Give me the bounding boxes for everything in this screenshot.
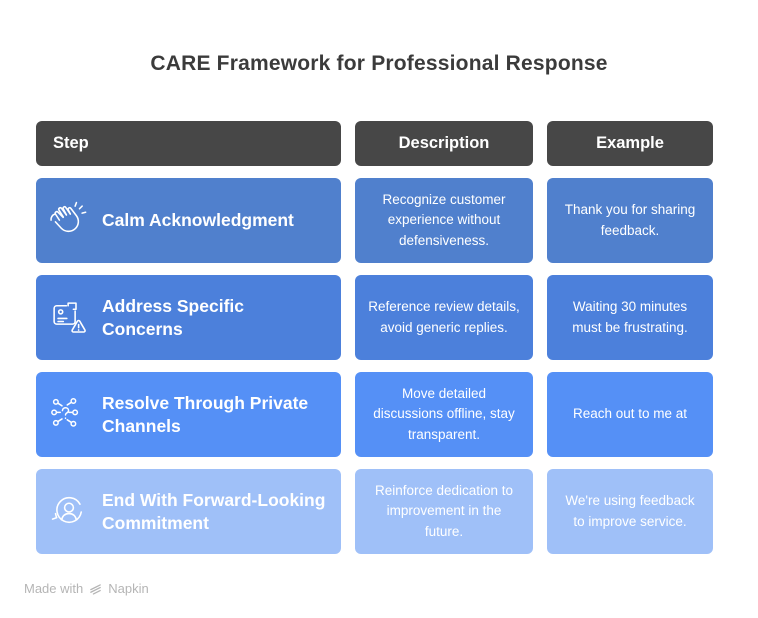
example-cell: Thank you for sharing feedback.: [547, 178, 713, 263]
description-text: Reinforce dedication to improvement in t…: [374, 483, 514, 539]
example-text: Thank you for sharing feedback.: [564, 202, 696, 238]
column-header-example: Example: [547, 121, 713, 166]
example-text: Waiting 30 minutes must be frustrating.: [572, 299, 688, 335]
example-cell: We're using feedback to improve service.: [547, 469, 713, 554]
made-with-napkin: Made with Napkin: [24, 581, 149, 596]
review-warning-icon: [48, 297, 90, 339]
step-cell-address-specific-concerns: Address Specific Concerns: [36, 275, 341, 360]
made-with-label: Made with: [24, 581, 84, 596]
description-text: Move detailed discussions offline, stay …: [373, 386, 515, 442]
page-title: CARE Framework for Professional Response: [150, 52, 608, 75]
clapping-hands-icon: [48, 200, 90, 242]
person-cycle-icon: [48, 491, 90, 533]
step-label: Address Specific Concerns: [102, 296, 244, 339]
description-cell: Move detailed discussions offline, stay …: [355, 372, 533, 457]
step-cell-resolve-through-private-channels: Resolve Through Private Channels: [36, 372, 341, 457]
description-cell: Recognize customer experience without de…: [355, 178, 533, 263]
column-header-step-label: Step: [53, 134, 89, 152]
example-cell: Reach out to me at: [547, 372, 713, 457]
napkin-logo-icon: [90, 584, 102, 595]
column-header-example-label: Example: [596, 134, 664, 152]
example-text: Reach out to me at: [572, 406, 688, 422]
column-header-description-label: Description: [398, 134, 490, 152]
step-label: Calm Acknowledgment: [102, 210, 294, 231]
step-cell-end-with-forward-looking-commitment: End With Forward-Looking Commitment: [36, 469, 341, 554]
description-text: Reference review details, avoid generic …: [368, 299, 520, 335]
napkin-brand-label: Napkin: [108, 581, 149, 596]
column-header-step: Step: [36, 121, 341, 166]
description-text: Recognize customer experience without de…: [382, 192, 506, 248]
step-cell-calm-acknowledgment: Calm Acknowledgment: [36, 178, 341, 263]
step-label: End With Forward-Looking Commitment: [102, 490, 326, 533]
care-table: Step Description Example Calm Acknowledg…: [36, 121, 713, 554]
description-cell: Reinforce dedication to improvement in t…: [355, 469, 533, 554]
column-header-description: Description: [355, 121, 533, 166]
example-text: We're using feedback to improve service.: [565, 493, 695, 529]
example-cell: Waiting 30 minutes must be frustrating.: [547, 275, 713, 360]
description-cell: Reference review details, avoid generic …: [355, 275, 533, 360]
step-label: Resolve Through Private Channels: [102, 393, 309, 436]
network-question-icon: [48, 394, 90, 436]
